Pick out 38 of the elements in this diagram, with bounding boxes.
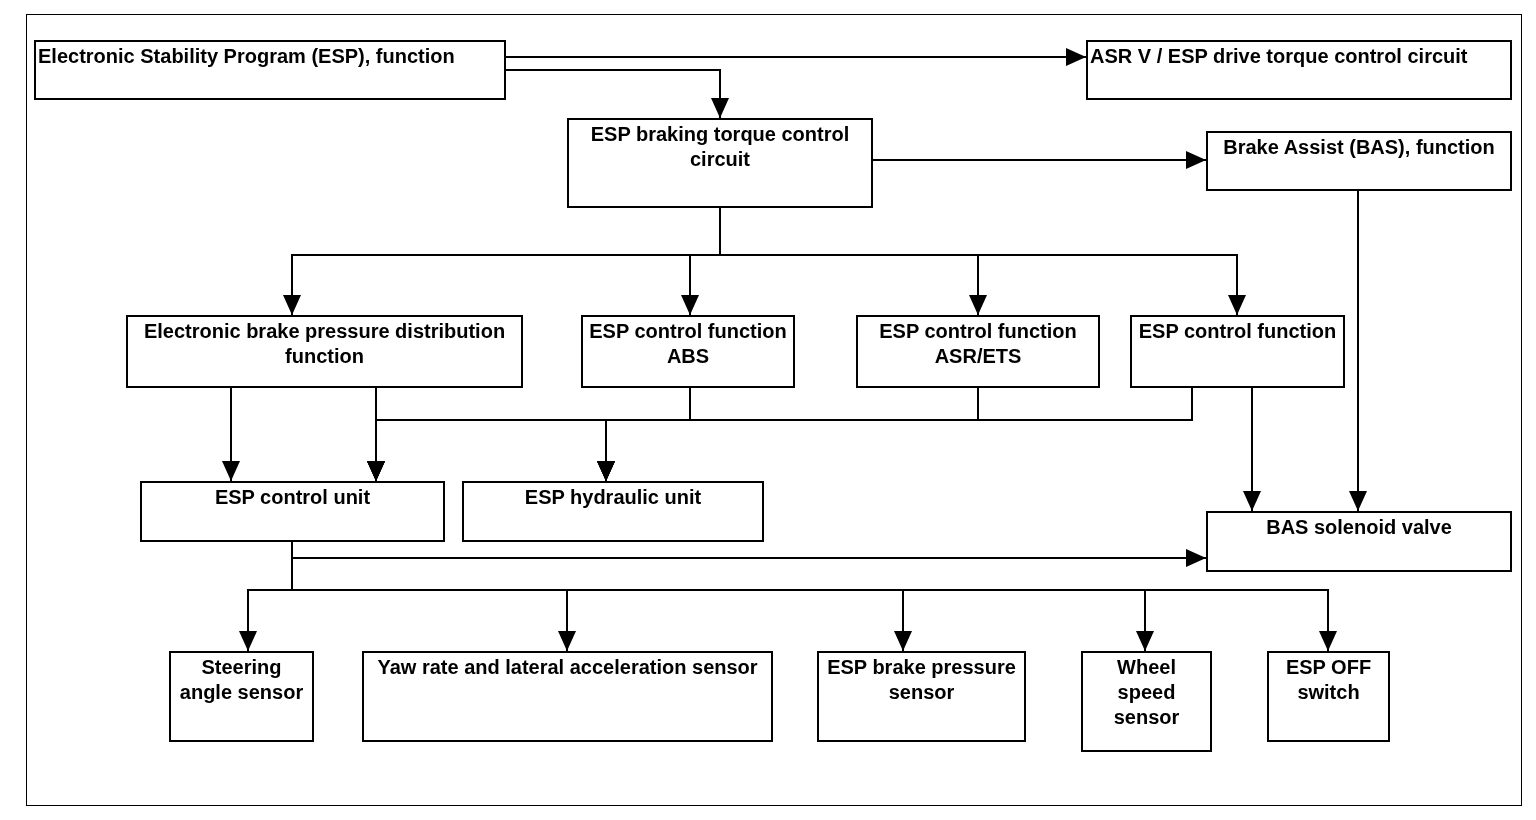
arrow: [505, 48, 1087, 66]
arrow: [505, 69, 729, 119]
box-label: ESP control function ABS: [588, 319, 788, 369]
box-label: Wheel speed sensor: [1112, 655, 1181, 730]
process-box: [1086, 40, 1512, 100]
process-box: [1206, 131, 1512, 191]
process-box: [126, 315, 523, 388]
box-label: Electronic Stability Program (ESP), function: [38, 44, 455, 69]
arrow: [1243, 387, 1261, 512]
box-label: ESP OFF switch: [1284, 655, 1373, 705]
process-box: [856, 315, 1100, 388]
process-box: [169, 651, 314, 742]
process-box: [581, 315, 795, 388]
box-label: Steering angle sensor: [178, 655, 305, 705]
box-label: ESP control function ASR/ETS: [878, 319, 1078, 369]
process-box: [140, 481, 445, 542]
arrow: [872, 151, 1207, 169]
process-box: [1267, 651, 1390, 742]
box-label: BAS solenoid valve: [1266, 515, 1452, 540]
process-box: [34, 40, 506, 100]
process-box: [462, 481, 764, 542]
box-label: ESP hydraulic unit: [524, 485, 702, 510]
box-label: ESP control unit: [214, 485, 371, 510]
box-label: ESP brake pressure sensor: [826, 655, 1017, 705]
process-box: [362, 651, 773, 742]
arrow: [222, 387, 240, 482]
process-box: [1206, 511, 1512, 572]
box-label: ESP braking torque control circuit: [589, 122, 851, 172]
box-label: Yaw rate and lateral acceleration sensor: [377, 655, 758, 680]
process-box: [1081, 651, 1212, 752]
box-label: ESP control function: [1138, 319, 1337, 344]
box-label: Brake Assist (BAS), function: [1223, 135, 1495, 160]
process-box: [817, 651, 1026, 742]
box-label: Electronic brake pressure distribution function: [142, 319, 507, 369]
arrow: [1349, 190, 1367, 512]
process-box: [567, 118, 873, 208]
box-label: ASR V / ESP drive torque control circuit: [1090, 44, 1468, 69]
process-box: [1130, 315, 1345, 388]
